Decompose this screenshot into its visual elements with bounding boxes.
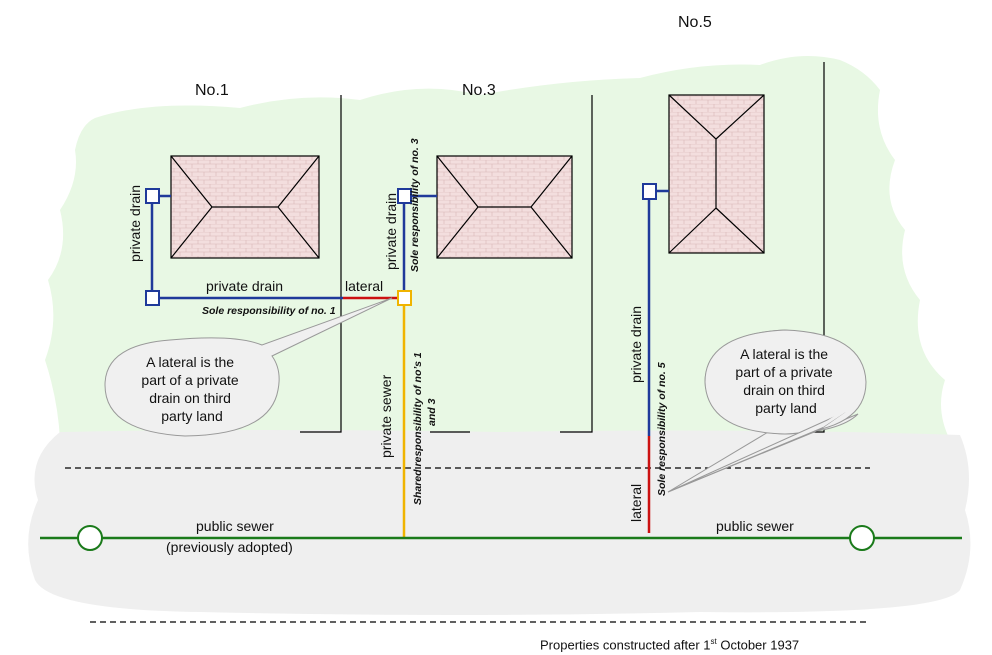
callout-right: A lateral is the part of a private drain… xyxy=(667,329,867,493)
house-no1 xyxy=(170,155,320,259)
chamber-no1-bottom xyxy=(145,290,160,306)
callout-right-line1: A lateral is the xyxy=(740,346,828,362)
house-no3 xyxy=(436,155,573,259)
house-label-no1: No.1 xyxy=(195,82,229,99)
label-public-sewer-left-1: public sewer xyxy=(196,518,274,534)
label-shared-responsibility-2: and 3 xyxy=(426,398,438,426)
footer-superscript: st xyxy=(710,637,717,646)
footer-text-before: Properties constructed after 1 xyxy=(540,637,711,653)
private-drain-no5 xyxy=(647,189,669,436)
footer-text-after: October 1937 xyxy=(716,637,800,653)
callout-right-line2: part of a private xyxy=(735,364,832,380)
callout-left-line4: party land xyxy=(161,408,222,424)
label-private-drain-no1-horizontal: private drain xyxy=(206,278,283,294)
svg-text:A lateral is the part of: A lateral is the part of a private drain… xyxy=(735,346,836,416)
label-private-sewer: private sewer xyxy=(378,374,394,458)
road-area xyxy=(28,430,971,615)
label-private-drain-no5: private drain xyxy=(628,306,644,383)
callout-left-line3: drain on third xyxy=(149,390,231,406)
svg-text:A lateral is the part of: A lateral is the part of a private drain… xyxy=(141,354,242,424)
chamber-junction xyxy=(397,290,412,306)
label-shared-responsibility-1: Shared responsibility of no’s 1 xyxy=(412,352,424,505)
label-sole-responsibility-no1: Sole responsibility of no. 1 xyxy=(202,305,336,317)
house-label-no3: No.3 xyxy=(462,82,496,99)
chamber-no1-top xyxy=(145,188,160,204)
label-sole-responsibility-no5: Sole responsibility of no. 5 xyxy=(656,362,668,496)
footer-note: Properties constructed after 1st October… xyxy=(540,637,799,652)
private-drain-no1 xyxy=(150,194,343,300)
label-public-sewer-left-2: (previously adopted) xyxy=(166,539,293,555)
callout-left-line2: part of a private xyxy=(141,372,238,388)
label-sole-responsibility-no3: Sole responsibility of no. 3 xyxy=(409,138,421,272)
label-lateral-top: lateral xyxy=(345,278,383,294)
label-private-drain-no3: private drain xyxy=(383,193,399,270)
label-public-sewer-right: public sewer xyxy=(716,518,794,534)
manhole-left xyxy=(77,525,103,551)
house-no5 xyxy=(668,94,765,254)
manhole-right xyxy=(849,525,875,551)
callout-left: A lateral is the part of a private drain… xyxy=(104,297,393,437)
private-drain-no3 xyxy=(402,194,437,290)
label-lateral-bottom: lateral xyxy=(628,484,644,522)
house-label-no5: No.5 xyxy=(678,14,712,31)
callout-right-line4: party land xyxy=(755,400,816,416)
callout-right-line3: drain on third xyxy=(743,382,825,398)
label-private-drain-no1-vertical: private drain xyxy=(127,185,143,262)
callout-left-line1: A lateral is the xyxy=(146,354,234,370)
chamber-no3 xyxy=(397,188,412,204)
chamber-no5 xyxy=(642,183,657,200)
